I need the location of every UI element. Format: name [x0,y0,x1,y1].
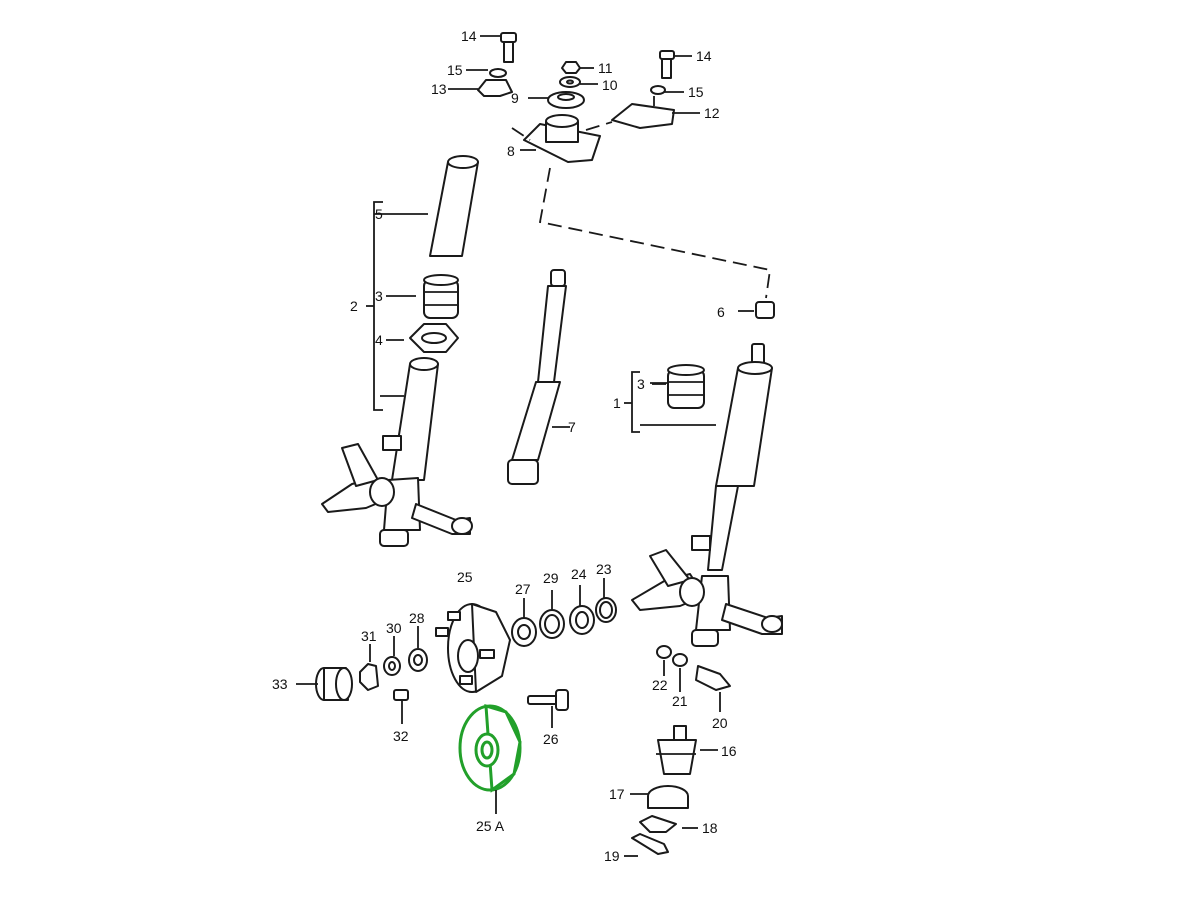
part-6-sleeve [738,301,775,319]
part-4-top-nut [409,323,459,353]
callout-labels: 14 15 13 11 10 9 8 14 15 12 5 2 3 4 7 6 … [272,28,737,864]
part-16-ball-joint [656,725,718,775]
leader-lines [448,35,700,385]
callout-13: 13 [431,81,447,97]
callout-15-right: 15 [688,84,704,100]
part-33-dust-cap [296,667,353,701]
part-12-plate-right [611,96,675,129]
part-27-bearing [511,598,537,647]
part-3-bump-stop-right [667,364,705,409]
part-20-stud [695,665,731,712]
bracket-2 [366,201,428,411]
callout-14-left: 14 [461,28,477,44]
callout-11: 11 [598,60,613,76]
part-32-screw [393,689,409,724]
callout-29: 29 [543,570,559,586]
callout-33: 33 [272,676,288,692]
callout-3-right: 3 [637,376,645,392]
callout-16: 16 [721,743,737,759]
part-31-clamp [359,644,379,691]
callout-5: 5 [375,206,383,222]
callout-14-right: 14 [696,48,712,64]
part-9-bearing-cap [547,91,585,109]
callout-4: 4 [375,332,383,348]
part-8-upper-mount [523,114,601,163]
callout-10: 10 [602,77,618,93]
callout-6: 6 [717,304,725,320]
part-18-lock-washer [639,815,698,833]
callout-27: 27 [515,581,531,597]
callout-30: 30 [386,620,402,636]
callout-15-left: 15 [447,62,463,78]
part-10-washer [559,76,581,88]
part-13-plate-left [477,79,513,97]
callout-21: 21 [672,693,688,709]
part-1-strut-right [631,343,783,647]
part-17-locking-ring [630,785,689,809]
part-11-nut [561,61,581,74]
bracket-1 [624,371,716,433]
callout-17: 17 [609,786,625,802]
callout-7: 7 [568,419,576,435]
part-14-bolt-right [659,50,675,79]
part-25a-hub-highlighted [458,703,522,814]
callout-32: 32 [393,728,409,744]
callout-26: 26 [543,731,559,747]
callout-1: 1 [613,395,621,411]
part-21-washer [672,653,688,692]
callout-25: 25 [457,569,473,585]
callout-19: 19 [604,848,620,864]
part-24-bearing-outer [569,585,595,635]
callout-18: 18 [702,820,718,836]
callout-12: 12 [704,105,720,121]
callout-2: 2 [350,298,358,314]
part-14-bolt-left [500,32,517,63]
part-25-hub [435,603,511,693]
part-30-clamp-nut [383,636,401,676]
callout-31: 31 [361,628,377,644]
callout-9: 9 [511,90,519,106]
callout-22: 22 [652,677,668,693]
callout-25a: 25 A [476,818,505,834]
part-23-seal [595,578,617,623]
part-2-strut-left [321,357,473,547]
part-22-nut [656,645,672,676]
part-19-cotter-pin [624,833,669,857]
part-15-washer-left [489,68,507,78]
part-15-washer-right [650,85,666,95]
callout-23: 23 [596,561,612,577]
callout-24: 24 [571,566,587,582]
part-28-washer [408,626,428,672]
part-5-dust-boot [429,155,479,257]
part-26-wheel-bolt [527,689,569,728]
callout-8: 8 [507,143,515,159]
callout-3-left: 3 [375,288,383,304]
callout-20: 20 [712,715,728,731]
callout-28: 28 [409,610,425,626]
part-29-race [539,590,565,639]
part-3-bump-stop-left [423,274,459,319]
part-7-shock-insert [507,269,570,485]
